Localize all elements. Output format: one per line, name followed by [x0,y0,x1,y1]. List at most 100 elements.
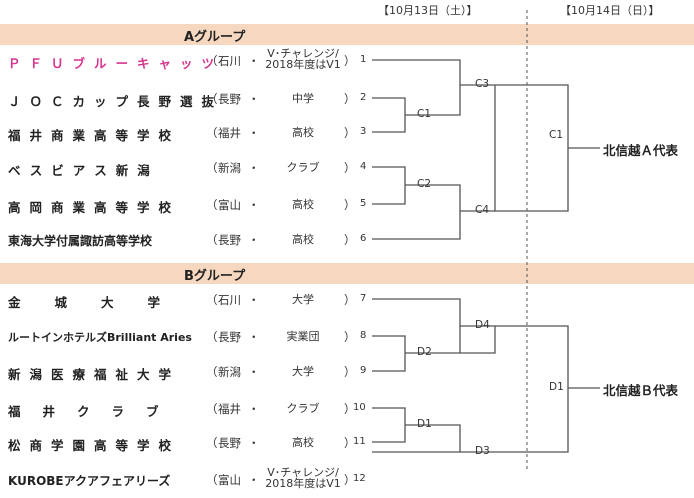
team-category: 高校 [292,233,314,246]
separator-dot: ・ [248,233,260,247]
group-b-title: Bグループ [184,269,246,284]
team-name: 金城大学 [8,295,195,310]
team-pref: 長野 [218,436,241,450]
match-label-a3: C3 [475,78,490,90]
group-a-result: 北信越Ａ代表 [603,143,679,158]
paren-close: ） [344,402,356,416]
paren-close: ） [344,330,356,344]
paren-open: （ [206,198,218,212]
team-name: 福井商業高等学校 [8,128,181,143]
team-pref: 長野 [218,233,241,247]
separator-dot: ・ [248,473,260,487]
paren-open: （ [206,161,218,175]
separator-dot: ・ [248,161,260,175]
paren-close: ） [344,92,356,106]
team-category: 大学 [292,293,314,306]
team-name: ＰＦＵブルーキャッツ [8,56,224,71]
paren-open: （ [206,233,218,247]
paren-open: （ [206,54,218,68]
team-name: ＪＯＣカップ長野選抜 [8,94,224,109]
team-pref: 石川 [218,54,241,68]
paren-open: （ [206,92,218,106]
team-pref: 新潟 [218,161,241,175]
paren-open: （ [206,473,218,487]
separator-dot: ・ [248,92,260,106]
team-pref: 富山 [218,198,241,212]
team-pref: 新潟 [218,365,241,379]
separator-dot: ・ [248,293,260,307]
paren-open: （ [206,330,218,344]
paren-close: ） [344,126,356,140]
team-category: 大学 [292,365,314,378]
category-line: 2018年度はV1 [265,477,341,490]
team-seed-number: 5 [360,198,367,209]
group-b-header: Bグループ [0,263,694,284]
category-line: V･チャレンジ/ [267,466,339,479]
team-pref: 福井 [218,402,241,416]
team-category: 中学 [292,92,314,105]
separator-dot: ・ [248,198,260,212]
team-seed-number: 10 [353,402,366,413]
match-label-a-final: C1 [549,129,564,141]
team-seed-number: 6 [360,233,367,244]
team-category: 高校 [292,126,314,139]
day1-date-label: 【10月13日（土）】 [378,4,478,17]
match-label-a2: C2 [417,178,432,190]
team-category: 実業団 [286,330,320,343]
day2-date-label: 【10月14日（日）】 [560,4,660,17]
group-a-title: Aグループ [184,30,246,45]
paren-close: ） [344,198,356,212]
paren-close: ） [344,54,356,68]
team-seed-number: 12 [353,473,366,484]
team-name: 東海大学付属諏訪高等学校 [8,234,153,248]
team-pref: 福井 [218,126,241,140]
team-name: ルートインホテルズBrilliant Aries [8,331,192,344]
separator-dot: ・ [248,436,260,450]
team-seed-number: 4 [360,161,367,172]
team-pref: 富山 [218,473,241,487]
category-line: 2018年度はV1 [265,58,341,71]
team-seed-number: 1 [360,54,367,65]
team-category: クラブ [286,402,320,415]
team-name: 松商学園高等学校 [8,438,181,453]
team-name: 高岡商業高等学校 [8,200,181,215]
team-category: クラブ [286,161,320,174]
team-seed-number: 9 [360,365,367,376]
separator-dot: ・ [248,330,260,344]
team-category: V･チャレンジ/2018年度はV1 [258,467,348,489]
category-line: V･チャレンジ/ [267,47,339,60]
match-label-b4: D4 [475,319,490,331]
paren-close: ） [344,293,356,307]
match-label-b3: D3 [475,445,490,457]
team-pref: 長野 [218,92,241,106]
separator-dot: ・ [248,54,260,68]
group-a-header: Aグループ [0,24,694,45]
separator-dot: ・ [248,126,260,140]
team-category: 高校 [292,198,314,211]
match-label-b-final: D1 [549,381,564,393]
paren-open: （ [206,436,218,450]
team-category: 高校 [292,436,314,449]
team-seed-number: 7 [360,293,367,304]
paren-open: （ [206,402,218,416]
team-seed-number: 2 [360,92,367,103]
match-label-a4: C4 [475,204,490,216]
paren-close: ） [344,473,356,487]
team-seed-number: 11 [353,436,366,447]
group-b-result: 北信越Ｂ代表 [603,383,679,398]
team-name: KUROBEアクアフェアリーズ [8,474,171,488]
team-pref: 長野 [218,330,241,344]
team-seed-number: 8 [360,330,367,341]
paren-close: ） [344,161,356,175]
paren-open: （ [206,365,218,379]
separator-dot: ・ [248,402,260,416]
team-seed-number: 3 [360,126,367,137]
paren-close: ） [344,436,356,450]
team-category: V･チャレンジ/2018年度はV1 [258,48,348,70]
team-pref: 石川 [218,293,241,307]
team-name: ベスビアス新潟 [8,163,159,178]
paren-open: （ [206,126,218,140]
match-label-a1: C1 [417,108,432,120]
match-label-b2: D2 [417,346,432,358]
